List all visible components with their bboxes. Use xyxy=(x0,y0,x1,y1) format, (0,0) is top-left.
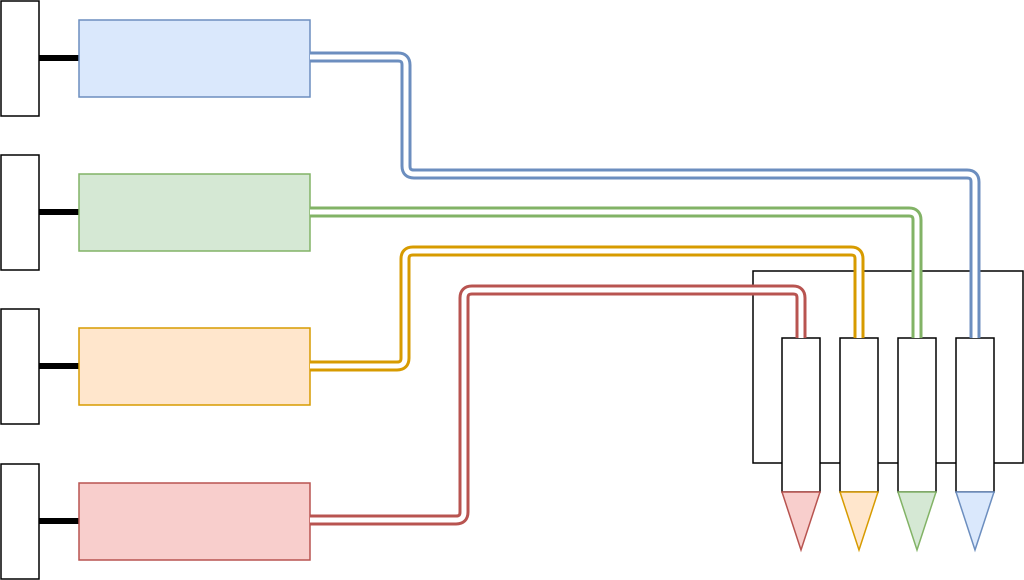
green-feed-tube xyxy=(310,206,923,338)
red-feed-tube-inner xyxy=(310,287,804,523)
orange-feed-tube xyxy=(310,245,865,372)
green-nozzle-barrel xyxy=(897,337,937,493)
red-nozzle-assembly xyxy=(780,337,822,553)
green-nozzle-assembly xyxy=(896,337,938,553)
print-head xyxy=(752,270,1024,553)
blue-reservoir-unit xyxy=(0,0,311,117)
red-reservoir xyxy=(78,482,311,561)
green-reservoir-plunger-plate xyxy=(0,154,40,271)
blue-nozzle xyxy=(954,491,996,553)
orange-nozzle-assembly xyxy=(838,337,880,553)
orange-nozzle xyxy=(838,491,880,553)
blue-feed-tube xyxy=(310,51,981,338)
orange-reservoir-unit xyxy=(0,308,311,425)
blue-reservoir-plunger-plate xyxy=(0,0,40,117)
orange-reservoir xyxy=(78,327,311,406)
blue-nozzle-assembly xyxy=(954,337,996,553)
orange-reservoir-plunger-plate xyxy=(0,308,40,425)
red-nozzle xyxy=(780,491,822,553)
green-nozzle xyxy=(896,491,938,553)
green-reservoir xyxy=(78,173,311,252)
red-feed-tube xyxy=(310,284,807,526)
blue-reservoir xyxy=(78,19,311,98)
green-feed-tube-inner xyxy=(310,209,920,338)
blue-nozzle-barrel xyxy=(955,337,995,493)
green-reservoir-unit xyxy=(0,154,311,271)
red-feed-tube-outer xyxy=(310,284,807,526)
blue-feed-tube-inner xyxy=(310,54,978,338)
red-reservoir-plunger-plate xyxy=(0,463,40,580)
red-reservoir-unit xyxy=(0,463,311,580)
orange-feed-tube-inner xyxy=(310,248,862,369)
orange-nozzle-barrel xyxy=(839,337,879,493)
red-nozzle-barrel xyxy=(781,337,821,493)
